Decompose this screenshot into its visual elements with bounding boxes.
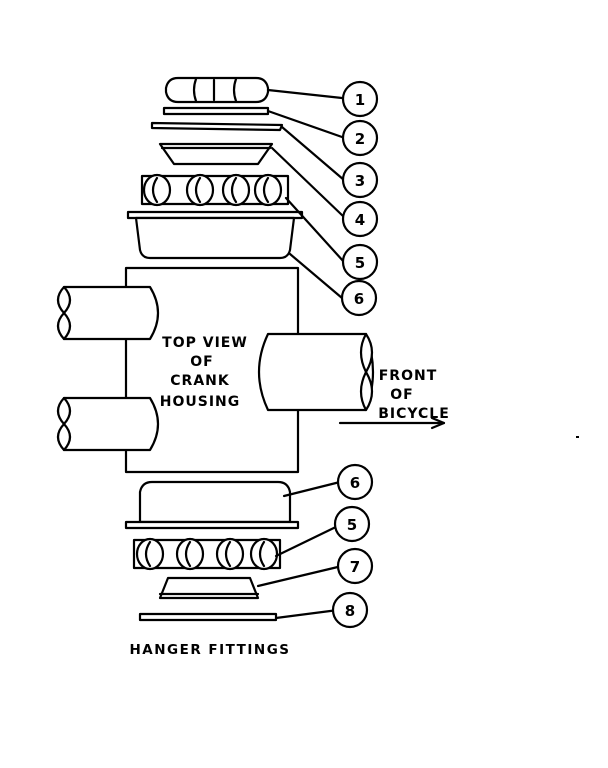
- diagram-caption: HANGER FITTINGS: [129, 642, 290, 658]
- scan-speck: [576, 436, 579, 438]
- direction-label-line-3: BICYCLE: [378, 406, 450, 422]
- callout-5-lower: 5: [333, 505, 371, 543]
- keyed-washer: [162, 106, 270, 116]
- direction-label: FRONT OF BICYCLE: [378, 368, 450, 422]
- callout-5-upper: 5: [341, 243, 379, 281]
- housing-label-line-4: HOUSING: [160, 394, 241, 410]
- callout-2: 2: [341, 119, 379, 157]
- fixed-cone: [158, 576, 260, 600]
- callout-6-upper: 6: [340, 279, 378, 317]
- housing-label: TOP VIEW OF CRANK HOUSING: [160, 335, 248, 410]
- down-tube: [257, 332, 375, 412]
- callout-3-number: 3: [355, 172, 365, 190]
- callout-1-number: 1: [355, 91, 365, 109]
- ball-retainer-upper: [140, 173, 290, 207]
- chain-stay-lower: [56, 396, 160, 452]
- housing-label-line-3: CRANK: [170, 373, 230, 389]
- lower-washer: [138, 612, 278, 622]
- callout-5-upper-number: 5: [355, 254, 365, 272]
- callout-7-number: 7: [350, 558, 360, 576]
- adjustable-cone: [158, 142, 274, 166]
- callout-5-lower-number: 5: [347, 516, 357, 534]
- callout-7: 7: [336, 547, 374, 585]
- direction-label-line-1: FRONT: [379, 368, 438, 384]
- thin-washer: [150, 121, 284, 132]
- bearing-cup-lower: [124, 480, 300, 530]
- callout-6-lower-number: 6: [350, 474, 360, 492]
- ball-retainer-lower: [132, 537, 282, 571]
- locknut: [164, 76, 270, 104]
- housing-label-line-2: OF: [190, 354, 213, 370]
- callout-4-number: 4: [355, 211, 365, 229]
- bearing-cup-upper: [126, 210, 304, 260]
- leader-lines: [256, 88, 346, 620]
- callout-8-number: 8: [345, 602, 355, 620]
- callout-8: 8: [331, 591, 369, 629]
- front-direction-arrow: [338, 416, 446, 430]
- callout-4: 4: [341, 200, 379, 238]
- callout-2-number: 2: [355, 130, 365, 148]
- callout-3: 3: [341, 161, 379, 199]
- callout-6-upper-number: 6: [354, 290, 364, 308]
- callout-1: 1: [341, 80, 379, 118]
- housing-label-line-1: TOP VIEW: [162, 335, 248, 351]
- callout-6-lower: 6: [336, 463, 374, 501]
- chain-stay-upper: [56, 285, 160, 341]
- direction-label-line-2: OF: [390, 387, 413, 403]
